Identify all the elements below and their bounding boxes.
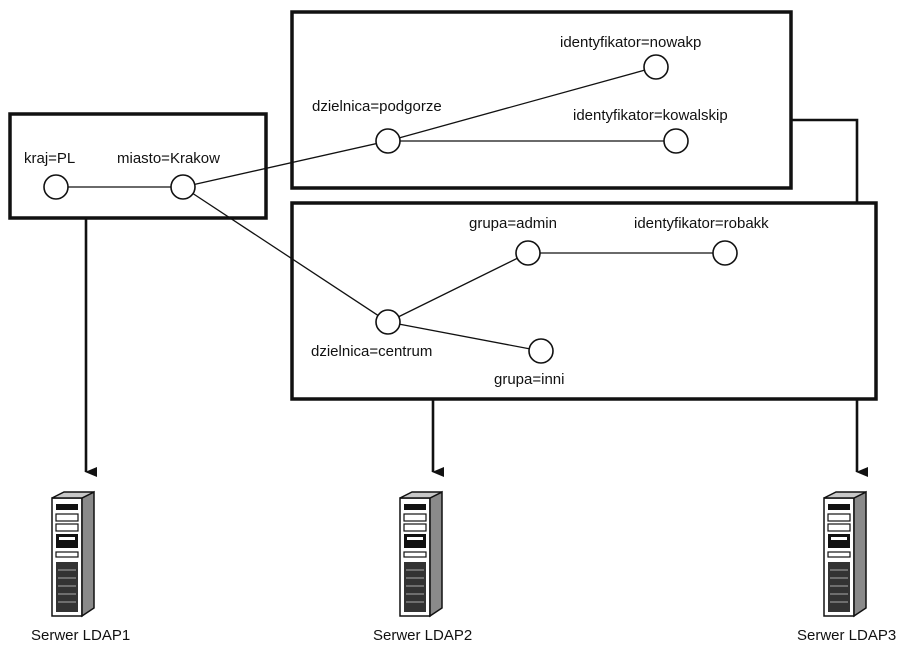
label-kraj: kraj=PL — [24, 150, 75, 167]
node-kraj — [43, 174, 69, 200]
node-identyfikator-kowalskip — [663, 128, 689, 154]
server-label-ldap3: Serwer LDAP3 — [797, 627, 896, 644]
label-identyfikator-robakk: identyfikator=robakk — [634, 215, 769, 232]
label-miasto: miasto=Krakow — [117, 150, 220, 167]
label-identyfikator-kowalskip: identyfikator=kowalskip — [573, 107, 728, 124]
server-tower-icon — [823, 491, 867, 617]
label-dzielnica-podgorze: dzielnica=podgorze — [312, 98, 442, 115]
label-dzielnica-centrum: dzielnica=centrum — [311, 343, 432, 360]
partition-box-ldap2 — [290, 201, 878, 401]
server-label-ldap2: Serwer LDAP2 — [373, 627, 472, 644]
label-grupa-inni: grupa=inni — [494, 371, 564, 388]
server-tower-icon — [399, 491, 443, 617]
edge-centrum-inni — [387, 321, 542, 352]
edge-centrum-admin — [387, 252, 529, 323]
node-miasto — [170, 174, 196, 200]
node-grupa-admin — [515, 240, 541, 266]
server-label-ldap1: Serwer LDAP1 — [31, 627, 130, 644]
label-grupa-admin: grupa=admin — [469, 215, 557, 232]
partition-box-ldap3 — [290, 10, 793, 190]
label-identyfikator-nowakp: identyfikator=nowakp — [560, 34, 701, 51]
connector-ldap3 — [791, 118, 859, 203]
edge-podgorze-nowakp — [387, 66, 657, 142]
node-identyfikator-nowakp — [643, 54, 669, 80]
edge-miasto-podgorze — [182, 140, 389, 188]
node-dzielnica-podgorze — [375, 128, 401, 154]
edge-miasto-centrum — [182, 186, 389, 323]
node-dzielnica-centrum — [375, 309, 401, 335]
node-grupa-inni — [528, 338, 554, 364]
node-identyfikator-robakk — [712, 240, 738, 266]
partition-box-ldap1 — [8, 112, 268, 220]
server-tower-icon — [51, 491, 95, 617]
